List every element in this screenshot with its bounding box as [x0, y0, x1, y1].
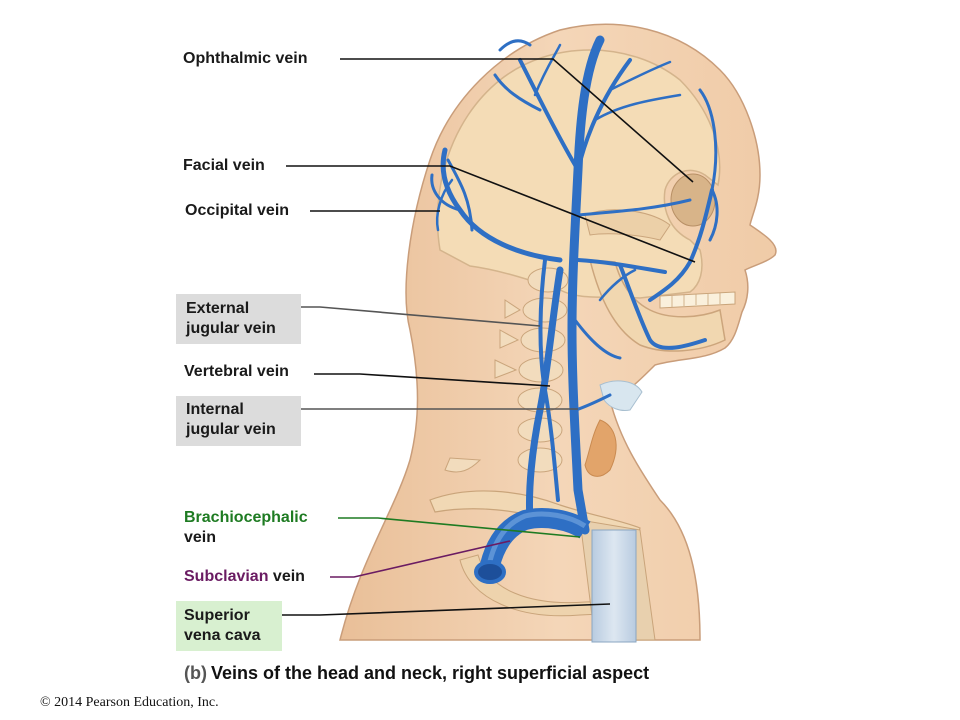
copyright-notice: © 2014 Pearson Education, Inc. [40, 695, 219, 710]
vein-network [430, 35, 719, 535]
label-brachiocephalic-line2: vein [184, 529, 217, 546]
label-external-jugular-line2: jugular vein [186, 320, 276, 337]
label-svc-line1: Superior [184, 607, 250, 624]
leader-subclavian [330, 540, 511, 578]
label-subclavian-colored: Subclavian [184, 568, 269, 585]
figure-caption: (b)Veins of the head and neck, right sup… [184, 663, 649, 684]
svc-label-box [176, 601, 282, 651]
label-subclavian-vein: Subclavian vein [184, 567, 305, 587]
label-occipital-vein: Occipital vein [185, 202, 290, 219]
label-vertebral-vein: Vertebral vein [184, 363, 289, 380]
teeth [659, 291, 736, 309]
external-jugular-label-box [176, 294, 301, 344]
leader-vertebral [314, 373, 551, 387]
zygomatic-arch [584, 209, 671, 241]
thyroid-gland [584, 419, 617, 477]
figure-part-label: (b) [184, 663, 207, 683]
leader-svc [268, 603, 611, 616]
label-external-jugular-line1: External [186, 300, 250, 317]
label-ophthalmic-vein: Ophthalmic vein [183, 50, 308, 67]
superior-vena-cava [591, 529, 637, 643]
label-facial-vein: Facial vein [183, 157, 265, 174]
leader-facial [286, 165, 696, 263]
figure-caption-text: Veins of the head and neck, right superf… [210, 663, 650, 683]
label-subclavian-rest: vein [268, 568, 305, 585]
label-brachiocephalic-line1: Brachiocephalic [184, 509, 308, 526]
internal-jugular-label-box [176, 396, 301, 446]
mandible [589, 259, 726, 352]
label-svc-line2: vena cava [184, 627, 261, 644]
label-internal-jugular-line2: jugular vein [186, 421, 276, 438]
leader-ophthalmic [340, 58, 694, 183]
subclavian-vein-opening [474, 560, 506, 584]
leader-brachiocephalic [338, 517, 581, 538]
thyroid-cartilage [599, 380, 643, 411]
label-internal-jugular-line1: Internal [186, 401, 244, 418]
